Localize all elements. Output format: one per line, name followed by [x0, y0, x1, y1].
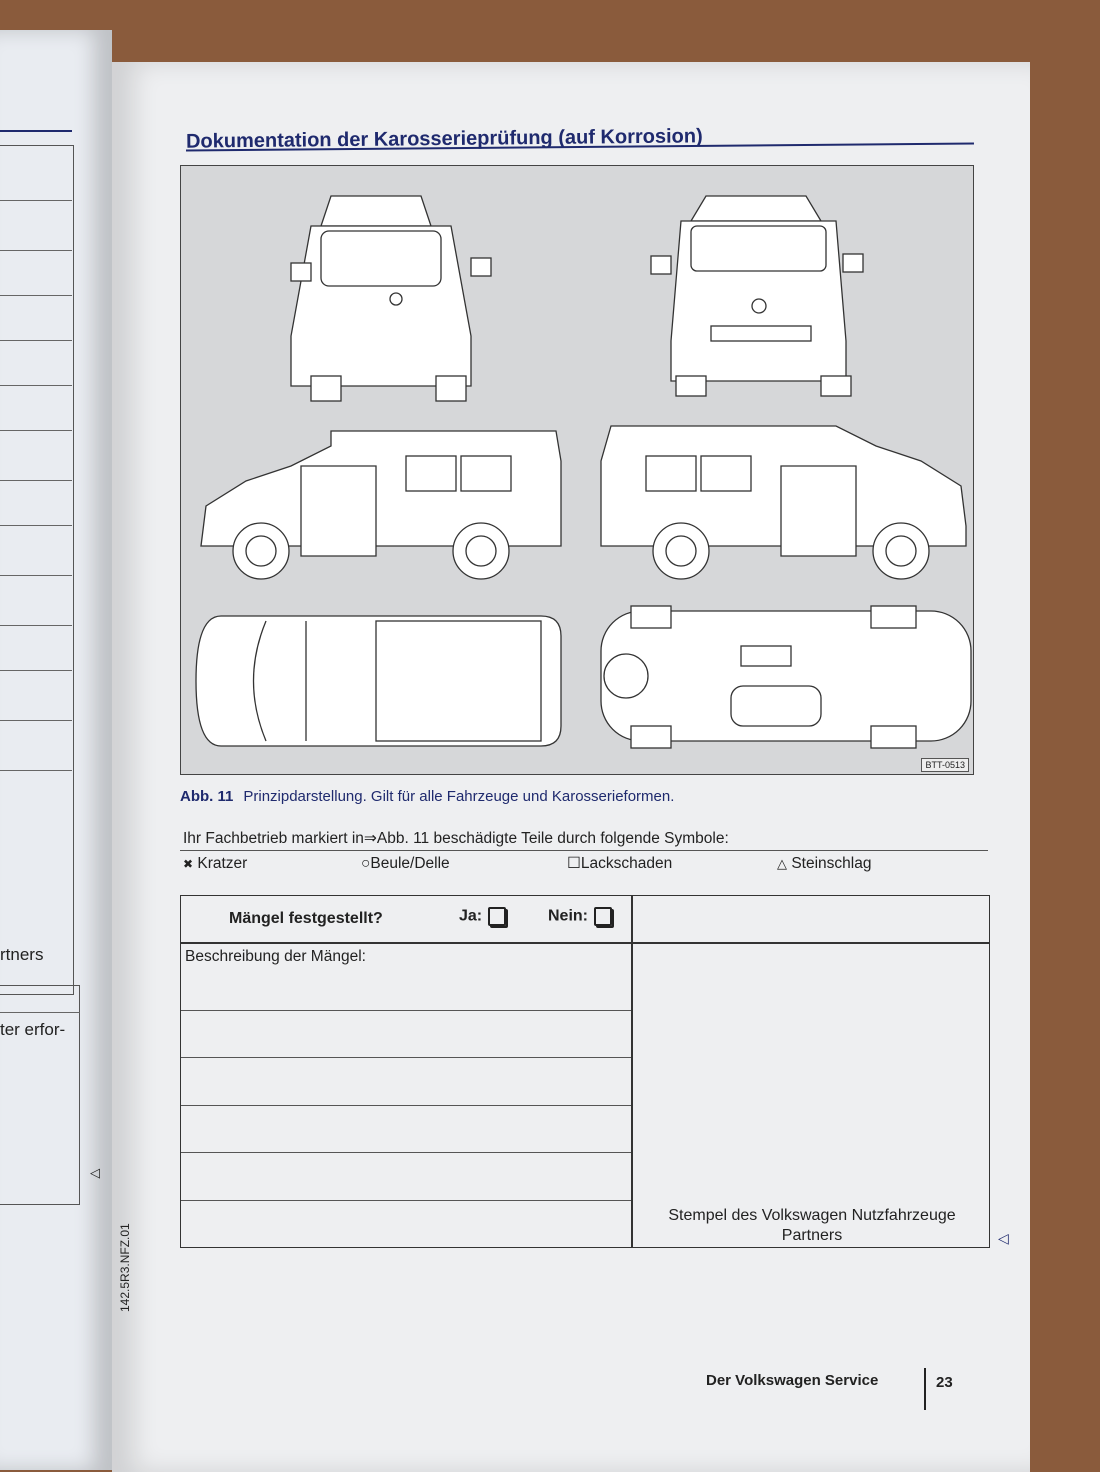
van-rear-view [290, 195, 492, 402]
description-field[interactable] [185, 968, 625, 1243]
document-code: 142.5R3.NFZ.01 [118, 1223, 132, 1312]
cross-icon: ✖ [183, 857, 194, 871]
figure-caption: Abb. 11 Prinzipdarstellung. Gilt für alle… [180, 788, 674, 805]
van-side-view-left [200, 430, 562, 580]
continue-marker-icon: ◁ [90, 1165, 100, 1180]
vehicle-diagram: BTT-0513 [180, 165, 974, 775]
van-side-view-right [600, 425, 967, 580]
symbol-beule: ○Beule/Delle [361, 855, 450, 873]
triangle-icon: △ [777, 856, 787, 871]
van-front-view [650, 195, 864, 397]
symbol-label: Kratzer [197, 855, 248, 872]
footer-section: Der Volkswagen Service [706, 1372, 879, 1389]
left-fragment-partners: rtners [0, 945, 44, 964]
no-option[interactable]: Nein: [548, 907, 612, 926]
van-underside-view [600, 605, 972, 749]
symbol-label: Lackschaden [580, 855, 673, 872]
defects-question: Mängel festgestellt? [229, 910, 383, 927]
instruction-text: Ihr Fachbetrieb markiert in⇒Abb. 11 besc… [183, 830, 729, 847]
yes-option[interactable]: Ja: [459, 907, 507, 926]
circle-icon: ○ [361, 855, 371, 872]
symbol-steinschlag: △ Steinschlag [777, 855, 871, 873]
symbol-lackschaden: ☐Lackschaden [567, 854, 672, 873]
defects-form: Mängel festgestellt? Ja: Nein: Beschreib… [180, 895, 990, 1248]
description-label: Beschreibung der Mängel: [185, 948, 366, 965]
left-page: rtners ter erfor- ◁ [0, 30, 112, 1470]
yes-checkbox[interactable] [488, 907, 507, 926]
symbol-label: Steinschlag [791, 855, 872, 872]
figure-code: BTT-0513 [921, 758, 969, 772]
no-checkbox[interactable] [594, 907, 612, 926]
yes-label: Ja: [459, 907, 483, 925]
symbol-kratzer: ✖ Kratzer [183, 855, 247, 873]
instruction-rule [180, 850, 988, 851]
stamp-field[interactable] [633, 946, 989, 1196]
caption-label: Abb. 11 [180, 788, 234, 805]
left-fragment-erfor: ter erfor- [0, 1020, 66, 1039]
symbol-label: Beule/Delle [370, 855, 450, 872]
page-number: 23 [936, 1374, 953, 1391]
caption-text: Prinzipdarstellung. Gilt für alle Fahrze… [243, 788, 675, 805]
left-form-box [0, 145, 74, 995]
van-top-view [195, 615, 562, 747]
square-icon: ☐ [567, 855, 581, 872]
continue-marker-icon: ◁ [998, 1230, 1009, 1246]
footer-divider [924, 1368, 926, 1410]
no-label: Nein: [548, 907, 588, 925]
